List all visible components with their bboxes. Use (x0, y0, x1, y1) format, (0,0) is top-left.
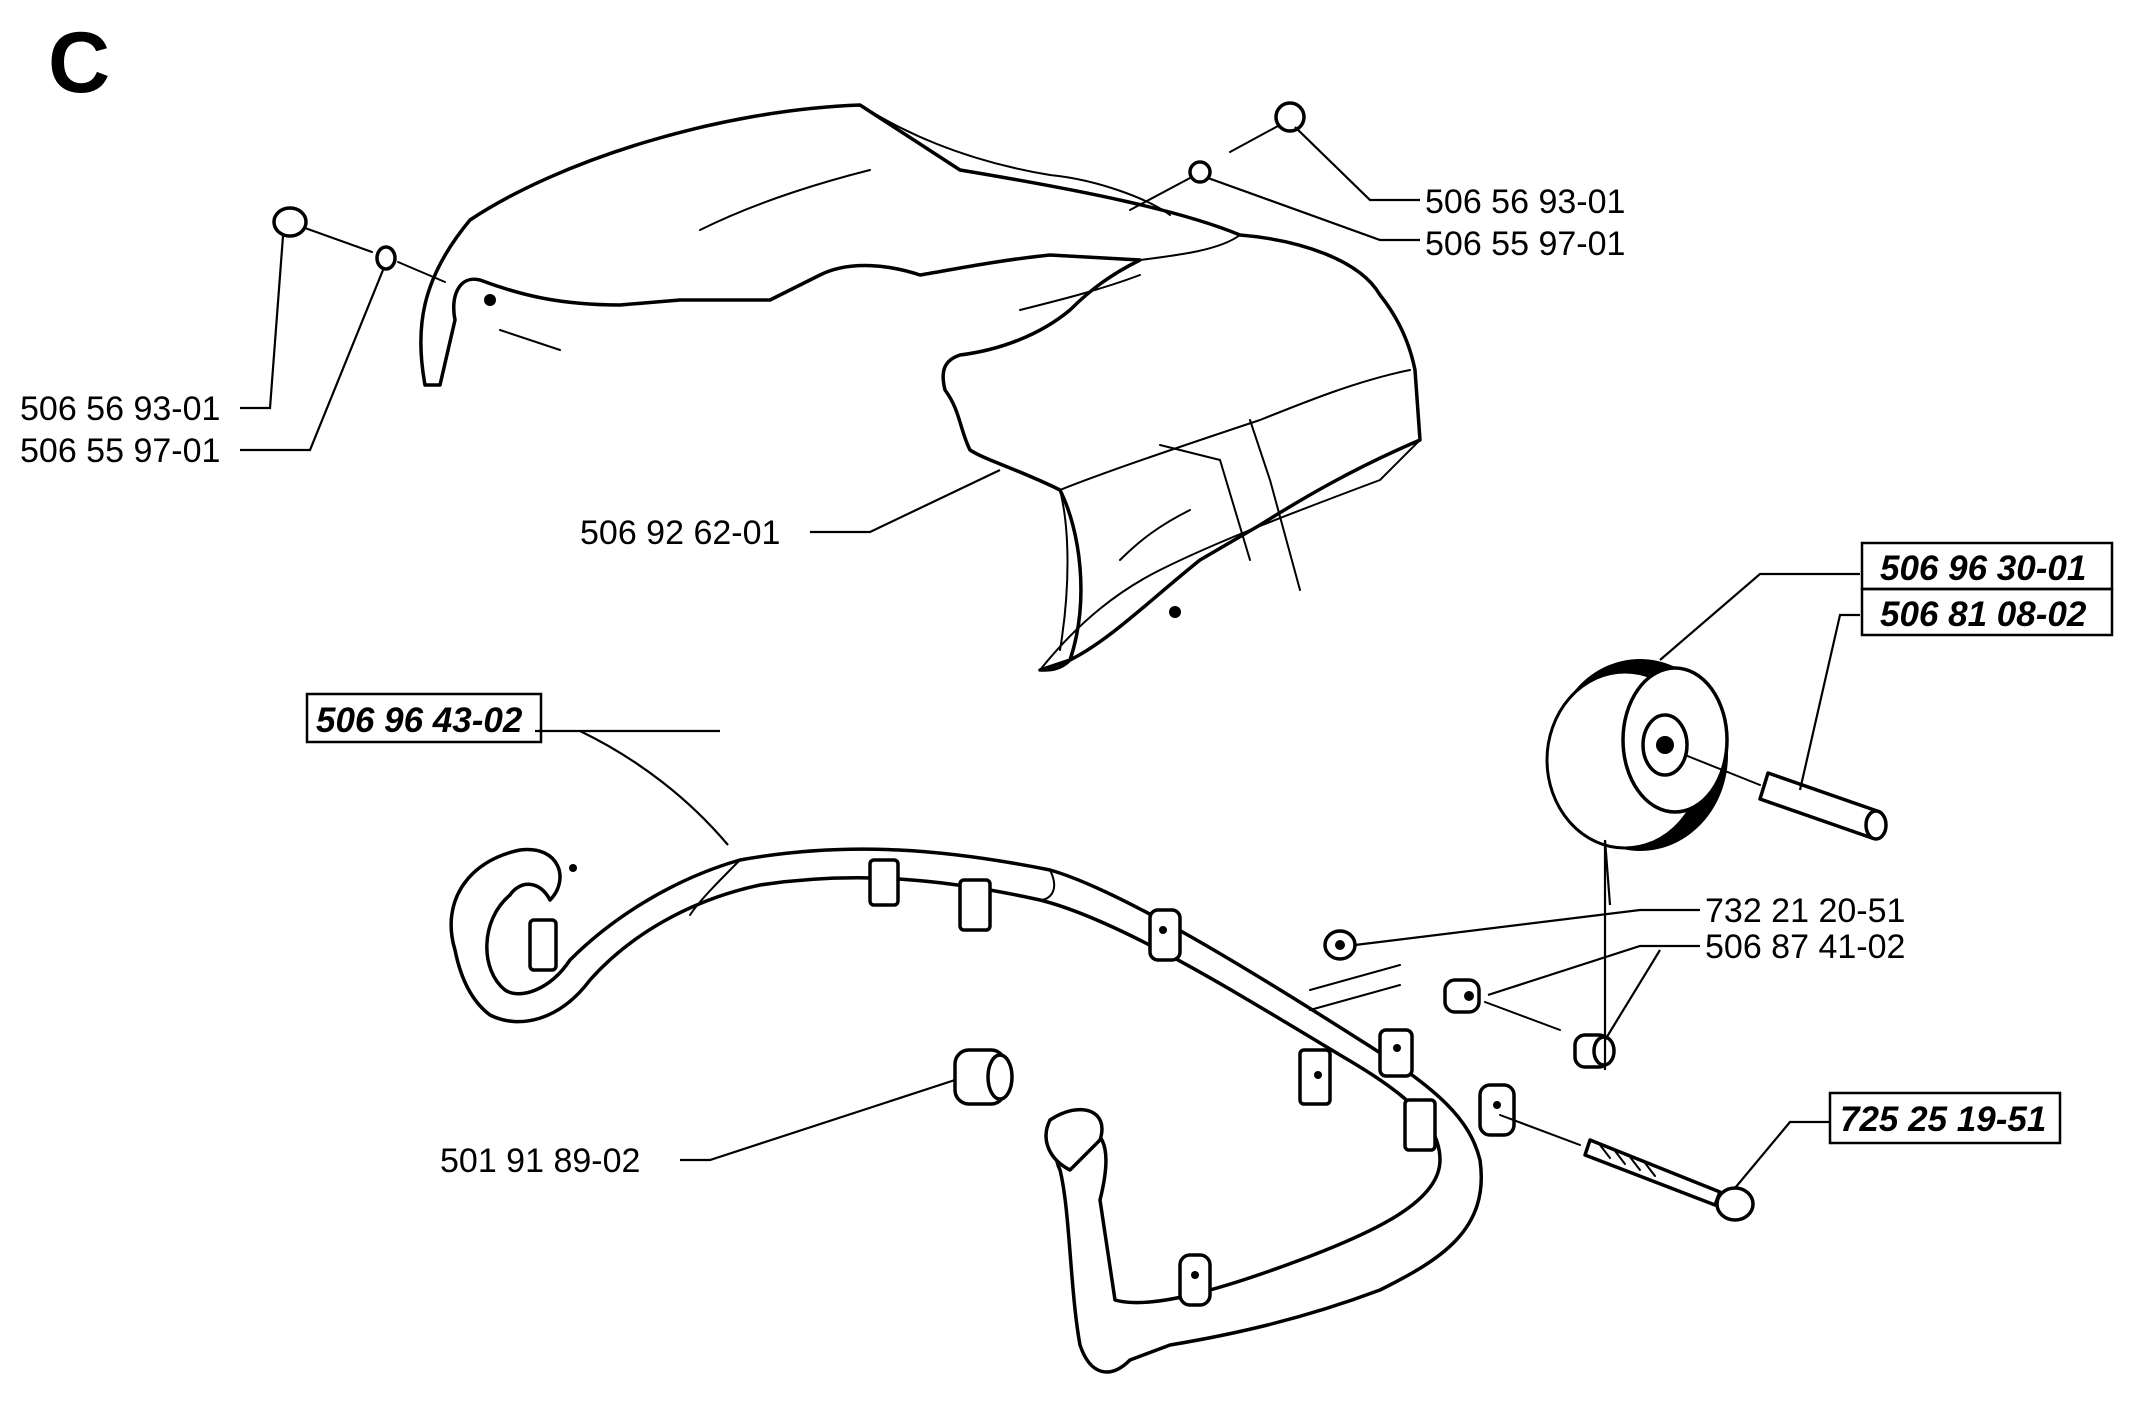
bushing-drawing (953, 1048, 1104, 1172)
frame-label-box (305, 692, 543, 744)
axle-drawing (1758, 771, 1888, 841)
label-top-right-screw: 506 56 93-01 (1425, 183, 1625, 221)
frame-drawing (449, 847, 1516, 1374)
label-top-left-screw: 506 56 93-01 (20, 390, 220, 428)
axle-label-box (1860, 587, 2114, 637)
label-frame: 506 96 43-02 (316, 701, 523, 740)
part-labels: 506 56 93-01 506 55 97-01 506 56 93-01 5… (20, 183, 2114, 1180)
label-wheel: 506 96 30-01 (1880, 549, 2086, 588)
bolt-label-box (1828, 1091, 2062, 1145)
label-cover: 506 92 62-01 (580, 514, 780, 552)
label-nut: 732 21 20-51 (1705, 892, 1905, 930)
label-axle: 506 81 08-02 (1880, 595, 2087, 634)
label-bolt: 725 25 19-51 (1840, 1100, 2046, 1139)
left-screw-drawing (272, 206, 446, 283)
nut-drawing (1309, 929, 1401, 1011)
label-bushing: 501 91 89-02 (440, 1142, 640, 1180)
label-top-left-washer: 506 55 97-01 (20, 432, 220, 470)
right-screw-drawing (1129, 101, 1306, 211)
label-spacer: 506 87 41-02 (1705, 928, 1905, 966)
spacer-drawing (1443, 978, 1616, 1069)
label-top-right-washer: 506 55 97-01 (1425, 225, 1625, 263)
wheel-drawing (1545, 659, 1761, 851)
cover-drawing (419, 103, 1422, 672)
bolt-drawing (1499, 1114, 1755, 1222)
leader-lines (240, 126, 1860, 1189)
section-label: C (48, 15, 110, 111)
